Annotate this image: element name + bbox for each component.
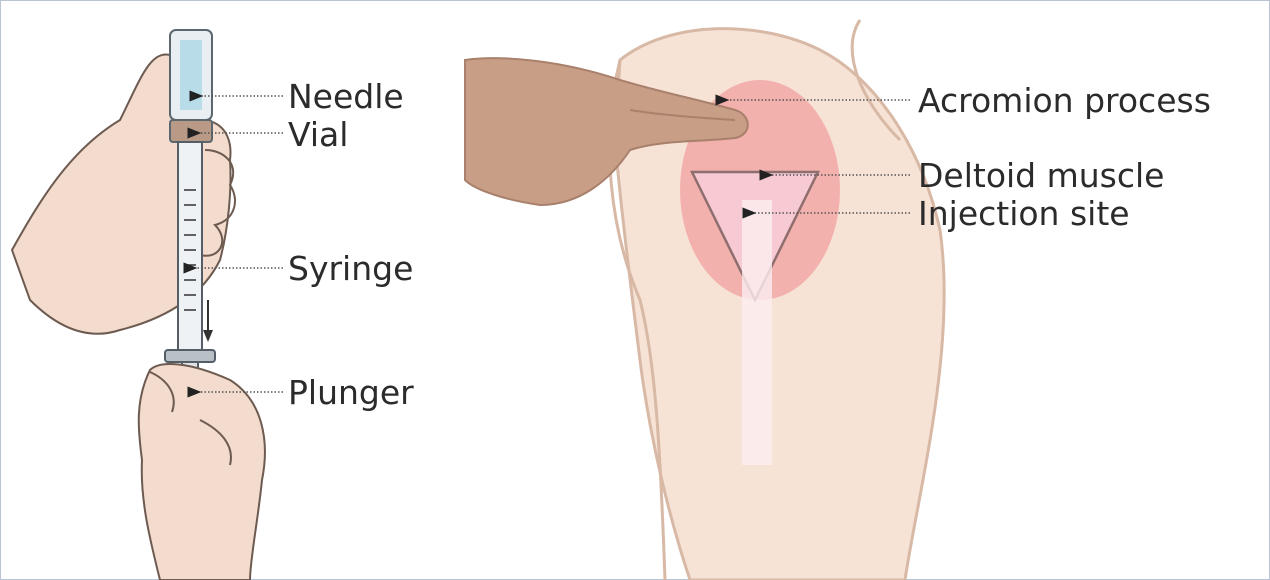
shoulder-drawing xyxy=(465,20,944,580)
syringe-barrel xyxy=(178,142,202,352)
needle-label: Needle xyxy=(288,80,404,113)
lower-hand xyxy=(139,364,265,580)
vial-label: Vial xyxy=(288,118,348,151)
syringe-drawing xyxy=(12,30,265,580)
vial-liquid xyxy=(180,40,202,110)
plunger-flange xyxy=(165,350,215,362)
injection-site-label: Injection site xyxy=(918,197,1130,230)
plunger-label: Plunger xyxy=(288,376,414,409)
acromion-label: Acromion process xyxy=(918,84,1211,117)
deltoid-label: Deltoid muscle xyxy=(918,159,1165,192)
humerus-highlight xyxy=(742,200,772,465)
vial-cap xyxy=(170,120,212,142)
syringe-label: Syringe xyxy=(288,252,413,285)
